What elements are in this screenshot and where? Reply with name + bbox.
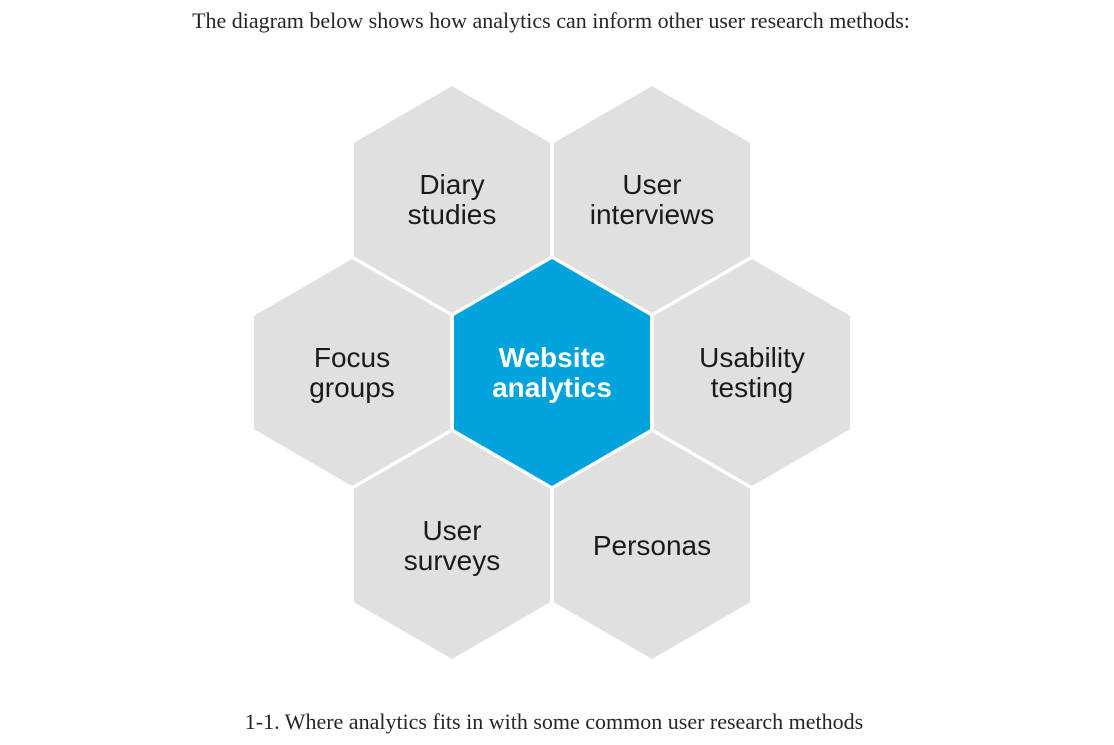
hexagon-user-interviews: User interviews bbox=[554, 86, 750, 313]
figure-intro-text: The diagram below shows how analytics ca… bbox=[192, 8, 910, 33]
hexagon-website-analytics: Website analytics bbox=[454, 259, 650, 486]
hexagon-usability-testing: Usability testing bbox=[654, 259, 850, 486]
hexagon-label: Website analytics bbox=[492, 341, 612, 403]
hexagon-label: User interviews bbox=[589, 168, 715, 230]
hexagon-label: Diary studies bbox=[407, 168, 497, 230]
hexagon-label: Focus groups bbox=[309, 341, 395, 403]
hexagon-label: Personas bbox=[592, 529, 712, 561]
hexagon-focus-groups: Focus groups bbox=[254, 259, 450, 486]
figure-caption: 1-1. Where analytics fits in with some c… bbox=[244, 709, 864, 734]
hexagon-label: User surveys bbox=[403, 514, 501, 576]
hexagon-label: Usability testing bbox=[699, 341, 805, 403]
